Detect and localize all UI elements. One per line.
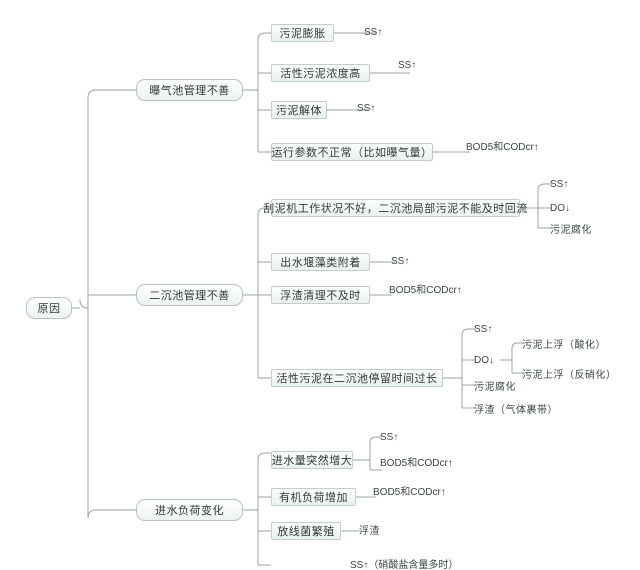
leaf-ss-up-sludge-bulking: SS↑ [364,25,434,39]
node-sludge-disintegration[interactable]: 污泥解体 [271,101,327,119]
node-label: 活性污泥在二沉池停留时间过长 [276,373,438,385]
leaf-scum-actinomycetes: 浮渣 [359,522,419,537]
node-label: 放线菌繁殖 [277,526,335,538]
node-high-mlss[interactable]: 活性污泥浓度高 [271,64,370,82]
node-sudden-flow-increase[interactable]: 进水量突然增大 [271,451,353,469]
node-scum-not-cleared[interactable]: 浮渣清理不及时 [271,286,370,304]
leaf-sludge-putrefaction-retention: 污泥腐化 [474,378,559,393]
leaf-bod-cod-up-organic-load: BOD5和CODcr↑ [373,483,483,498]
leaf-ss-up-retention: SS↑ [474,322,534,336]
leaf-label: SS↑ [380,431,399,443]
leaf-label: 污泥腐化 [474,381,516,393]
branch-node-secondary-clarifier[interactable]: 二沉池管理不善 [136,284,243,306]
node-label: 运行参数不正常（比如曝气量） [271,147,433,159]
leaf-ss-up-high-mlss: SS↑ [398,58,468,72]
leaf-ss-up-sudden-flow: SS↑ [380,430,440,444]
node-abnormal-operating-params[interactable]: 运行参数不正常（比如曝气量） [271,143,433,161]
node-organic-load-increase[interactable]: 有机负荷增加 [271,488,356,506]
leaf-scum-gas-entrainment: 浮渣（气体裹带） [474,401,584,416]
root-node-label: 原因 [37,303,61,315]
leaf-label: BOD5和CODcr↑ [466,141,539,153]
leaf-ss-up-sludge-disintegration: SS↑ [357,101,427,115]
leaf-label: SS↑ [398,59,417,71]
branch-label: 进水负荷变化 [155,505,224,517]
node-weir-algae[interactable]: 出水堰藻类附着 [271,253,370,271]
node-label: 浮渣清理不及时 [280,290,361,302]
leaf-do-down-retention: DO↓ [474,353,534,367]
branch-node-aeration-tank[interactable]: 曝气池管理不善 [136,79,243,101]
leaf-bod-cod-up-operating-params: BOD5和CODcr↑ [466,138,576,153]
leaf-label: 污泥上浮（酸化） [522,339,606,351]
leaf-label: 污泥上浮（反硝化） [522,369,617,381]
branch-label: 二沉池管理不善 [149,290,230,302]
leaf-label: DO↓ [550,202,570,214]
leaf-ss-up-weir-algae: SS↑ [391,254,451,268]
leaf-label: SS↑ [391,255,410,267]
leaf-label: DO↓ [474,354,494,366]
leaf-label: 污泥腐化 [550,224,592,236]
leaf-ss-up-nitrate: SS↑（硝酸盐含量多时） [350,556,550,570]
leaf-label: BOD5和CODcr↑ [380,457,453,469]
node-label: 刮泥机工作状况不好，二沉池局部污泥不能及时回流 [263,203,528,215]
branch-node-influent-load[interactable]: 进水负荷变化 [136,499,243,521]
node-sludge-bulking[interactable]: 污泥膨胀 [271,24,334,42]
node-label: 活性污泥浓度高 [280,68,361,80]
node-scraper-malfunction[interactable]: 刮泥机工作状况不好，二沉池局部污泥不能及时回流 [263,199,527,217]
node-label: 有机负荷增加 [279,492,348,504]
leaf-sludge-rise-acidification: 污泥上浮（酸化） [522,336,637,351]
leaf-label: SS↑ [474,323,493,335]
leaf-bod-cod-up-sudden-flow: BOD5和CODcr↑ [380,454,490,469]
node-label: 污泥膨胀 [279,28,326,40]
node-label: 出水堰藻类附着 [280,257,361,269]
leaf-label: SS↑ [364,26,383,38]
branch-label: 曝气池管理不善 [149,85,230,97]
leaf-label: 浮渣 [359,525,380,537]
leaf-sludge-rise-denitrification: 污泥上浮（反硝化） [522,366,640,381]
leaf-ss-up-scraper: SS↑ [550,177,610,191]
leaf-label: BOD5和CODcr↑ [389,284,462,296]
leaf-label: BOD5和CODcr↑ [373,486,446,498]
leaf-label: 浮渣（气体裹带） [474,404,558,416]
leaf-label: SS↑（硝酸盐含量多时） [350,559,459,570]
node-label: 进水量突然增大 [271,455,353,467]
leaf-do-down-scraper: DO↓ [550,201,610,215]
node-actinomycetes-growth[interactable]: 放线菌繁殖 [271,522,341,540]
leaf-sludge-putrefaction-scraper: 污泥腐化 [550,221,630,236]
node-label: 污泥解体 [276,105,322,117]
root-node[interactable]: 原因 [26,297,72,319]
leaf-label: SS↑ [357,102,376,114]
leaf-label: SS↑ [550,178,569,190]
node-long-retention-time[interactable]: 活性污泥在二沉池停留时间过长 [271,369,443,387]
leaf-bod-cod-up-scum: BOD5和CODcr↑ [389,281,499,296]
